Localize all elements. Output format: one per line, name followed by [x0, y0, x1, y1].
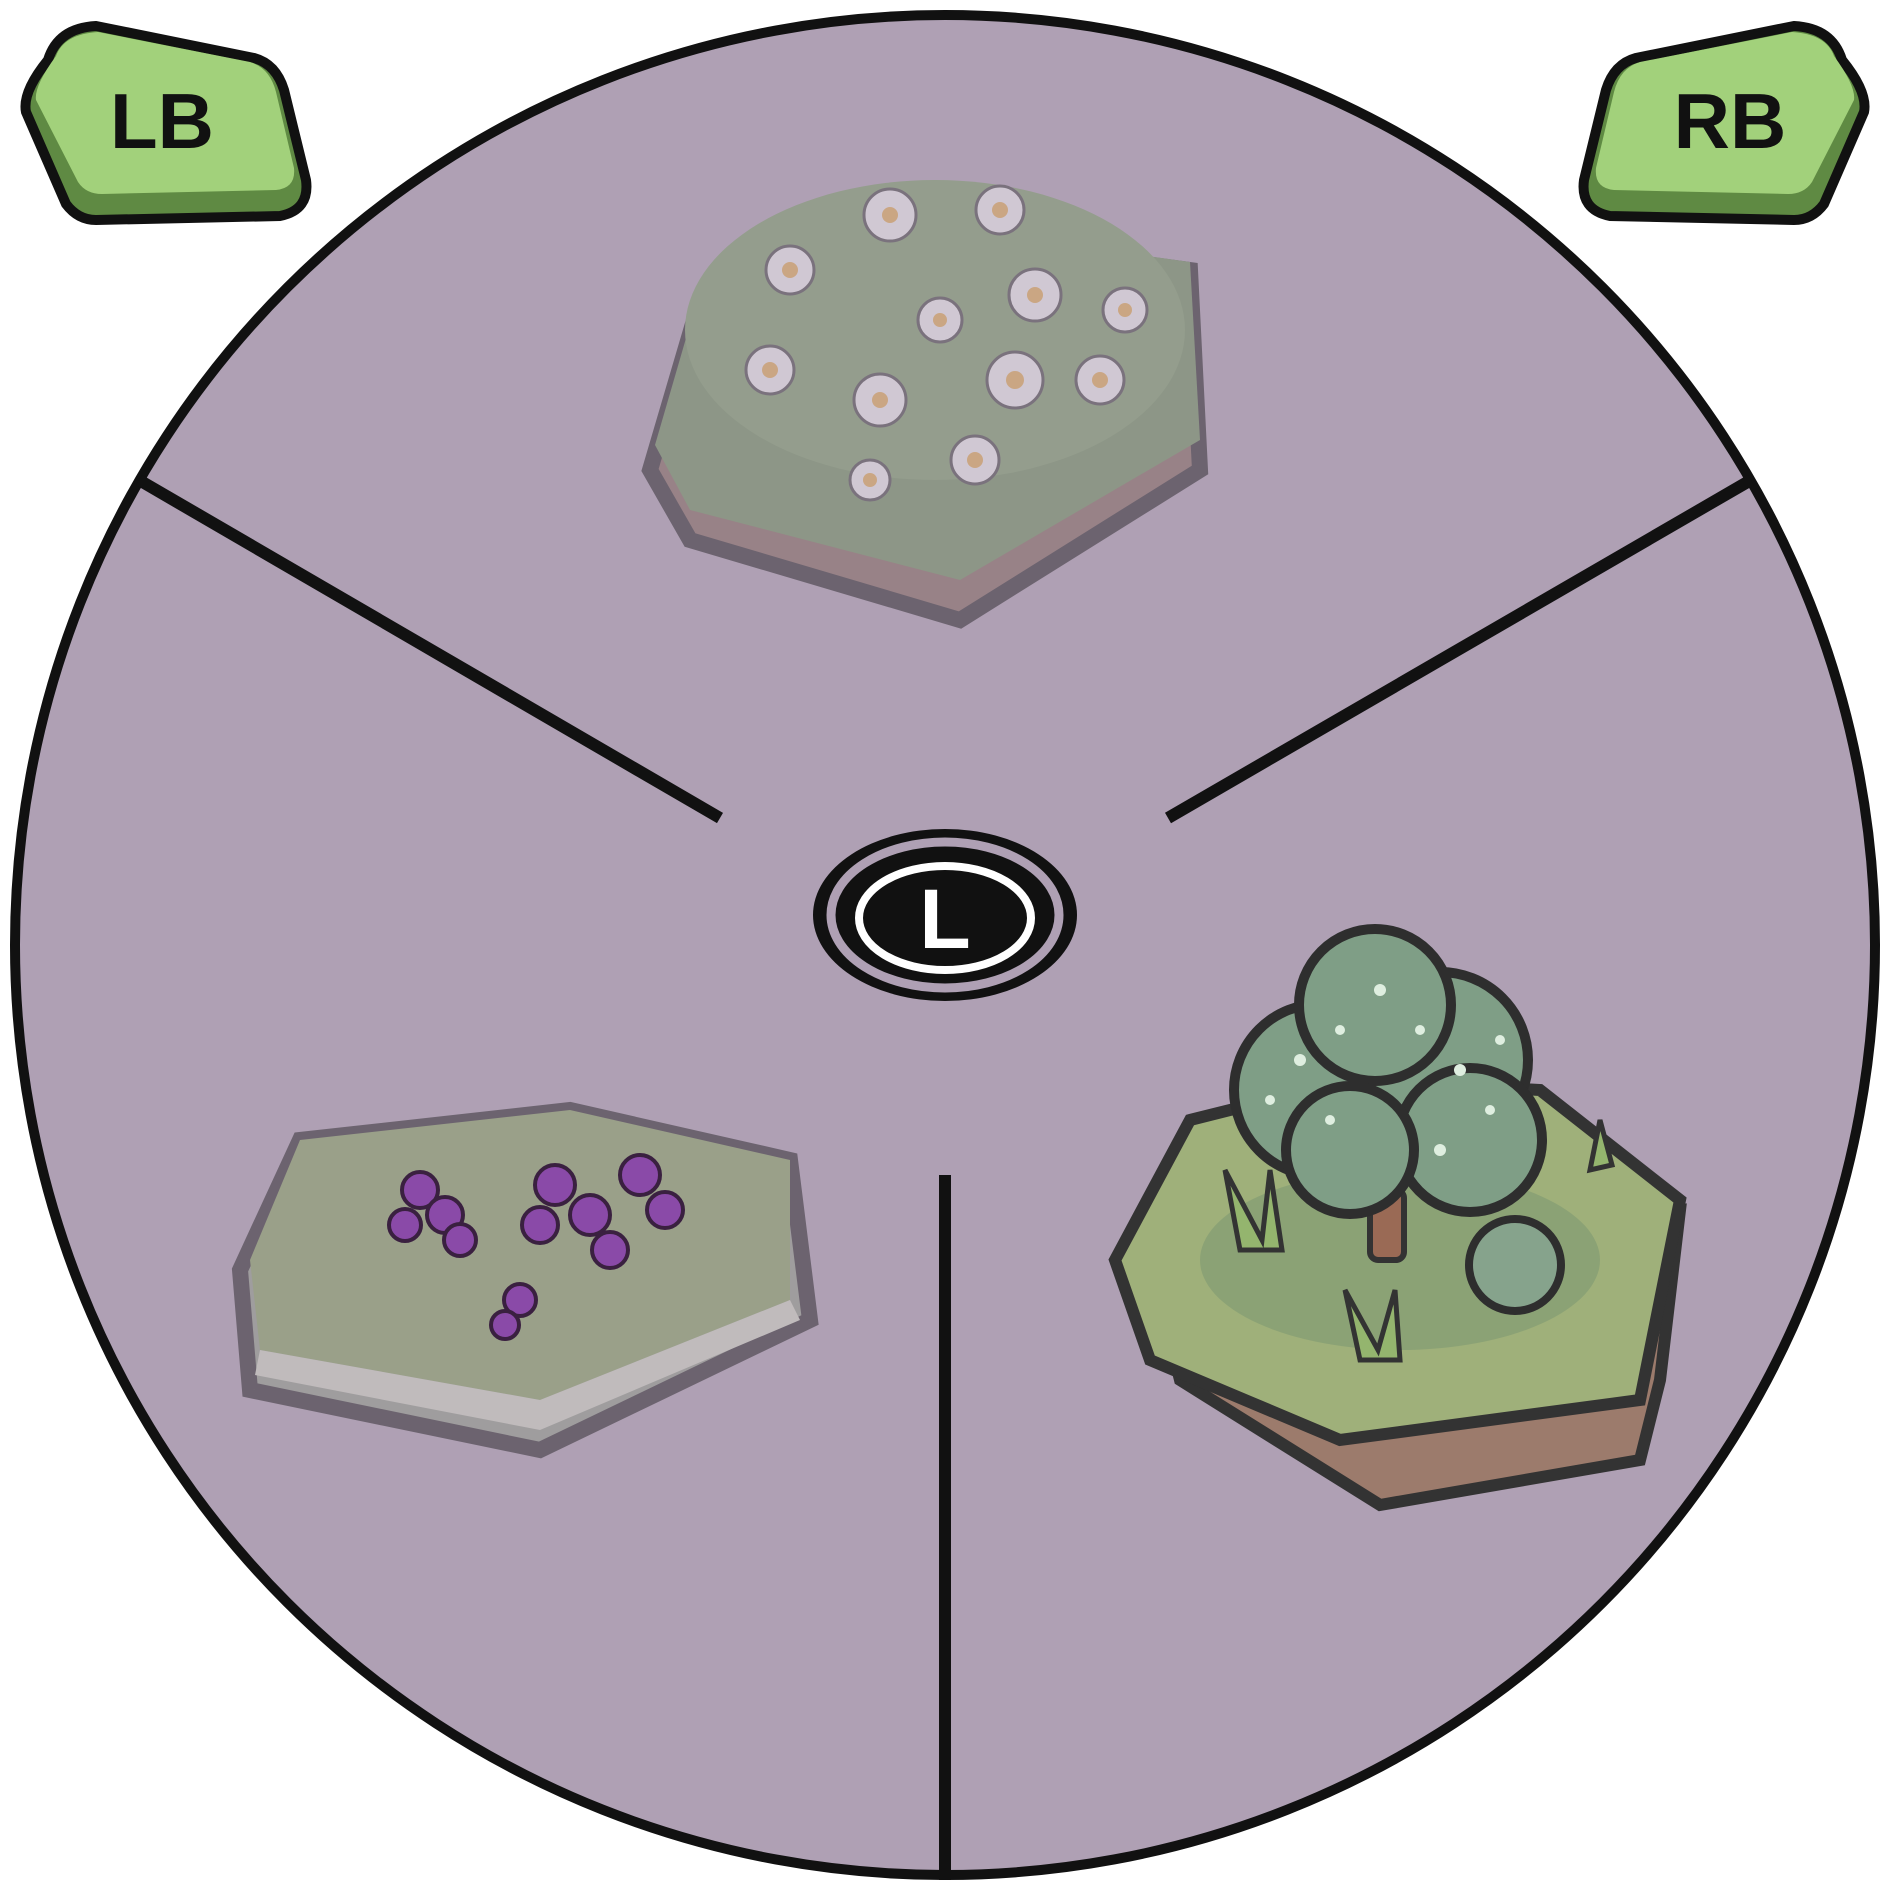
shrub-grass-tile[interactable]: [1108, 924, 1687, 1512]
grass-tufts: [1222, 1119, 1616, 1363]
daisy-bush: [685, 180, 1185, 480]
daisy-tile-grass: [655, 220, 1200, 580]
violet-tile-edge: [255, 1300, 800, 1430]
daisy-flowers: [744, 184, 1149, 502]
daisy-meadow-tile[interactable]: [641, 180, 1209, 629]
divider-left: [135, 474, 724, 824]
lb-bumper-button[interactable]: LB: [20, 20, 312, 226]
divider-right: [1164, 474, 1755, 824]
stick-label: L: [919, 872, 970, 966]
small-bush: [1465, 1215, 1565, 1315]
daisy-centers: [762, 202, 1132, 487]
lb-label: LB: [110, 77, 214, 165]
daisy-tile-base: [641, 221, 1209, 629]
stick-cap-ring: [826, 837, 1064, 993]
violet-flower-cluster: [387, 1153, 685, 1341]
lb-bumper-face: [35, 32, 295, 194]
rb-label: RB: [1674, 77, 1787, 165]
rb-bumper-face: [1595, 32, 1855, 194]
rb-bumper-button[interactable]: RB: [1578, 20, 1870, 226]
stick-cap-inner: [855, 862, 1035, 974]
left-stick-icon: L: [813, 829, 1077, 1001]
tree-blossoms: [1265, 984, 1505, 1156]
